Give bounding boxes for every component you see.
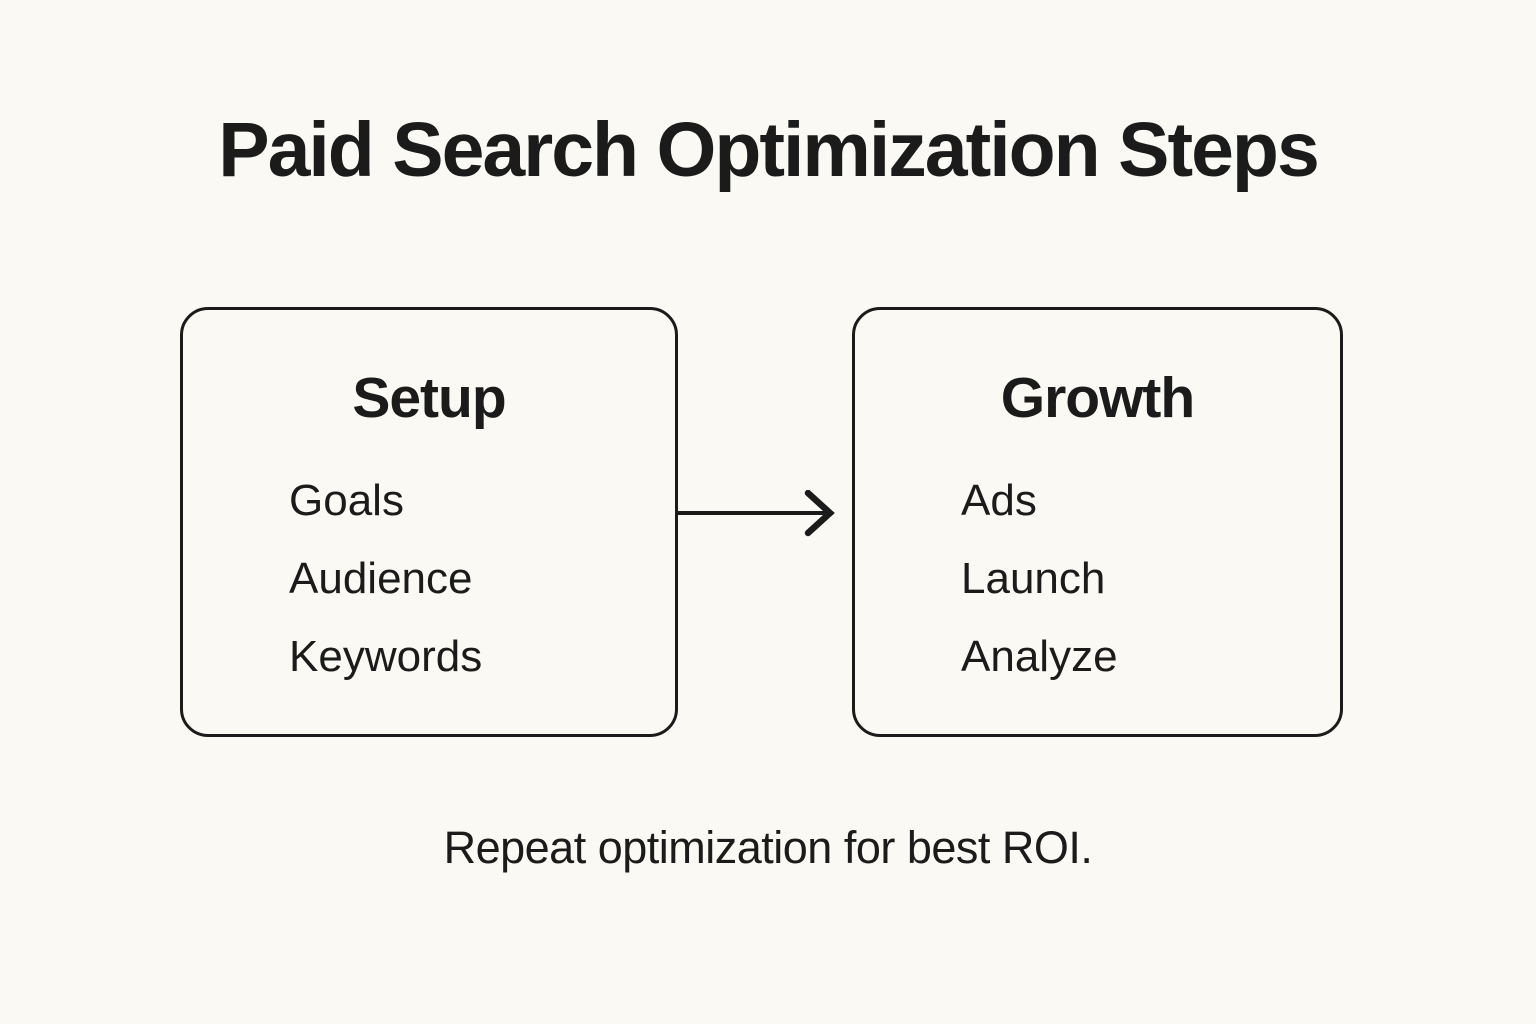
setup-box-items: Goals Audience Keywords bbox=[183, 462, 675, 696]
list-item: Launch bbox=[961, 553, 1106, 603]
setup-box-title: Setup bbox=[352, 366, 506, 430]
list-item: Analyze bbox=[961, 631, 1118, 681]
diagram-title: Paid Search Optimization Steps bbox=[218, 107, 1320, 193]
growth-box-items: Ads Launch Analyze bbox=[855, 462, 1340, 696]
list-item: Keywords bbox=[289, 631, 483, 681]
setup-box: Setup Goals Audience Keywords bbox=[180, 307, 678, 737]
list-item: Goals bbox=[289, 475, 404, 525]
list-item: Ads bbox=[961, 475, 1037, 525]
footer-note: Repeat optimization for best ROI. bbox=[443, 822, 1093, 873]
list-item: Audience bbox=[289, 553, 473, 603]
growth-box-title: Growth bbox=[1000, 366, 1195, 430]
arrow-right-icon bbox=[678, 490, 835, 537]
growth-box: Growth Ads Launch Analyze bbox=[852, 307, 1343, 737]
